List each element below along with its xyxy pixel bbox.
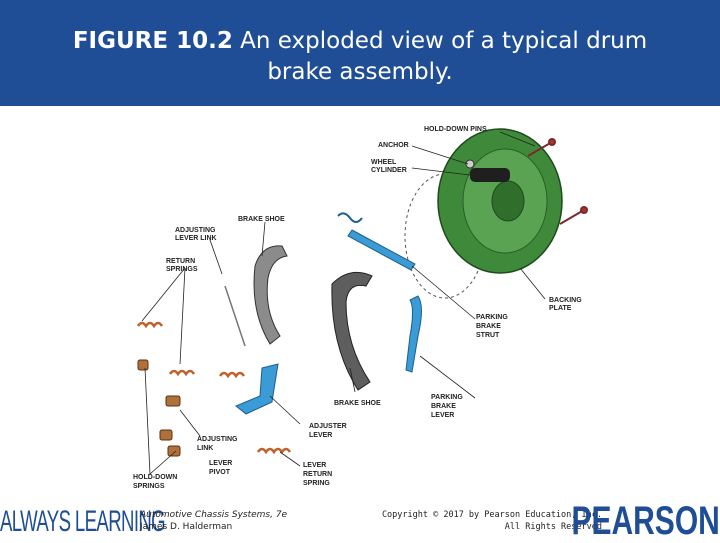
label-return: RETURN bbox=[166, 258, 195, 265]
label-parking-2: PARKING bbox=[431, 394, 463, 401]
wheel-cylinder bbox=[470, 168, 510, 182]
adjuster-lever bbox=[236, 364, 278, 414]
label-pivot: PIVOT bbox=[209, 469, 231, 476]
label-lever-5: LEVER bbox=[303, 462, 326, 469]
label-return-2: RETURN bbox=[303, 471, 332, 478]
label-adjusting-2: ADJUSTING bbox=[197, 436, 238, 443]
label-lever-2: LEVER bbox=[431, 412, 454, 419]
label-link: LINK bbox=[197, 445, 213, 452]
title-bar: FIGURE 10.2 An exploded view of a typica… bbox=[0, 0, 720, 106]
parking-brake-strut bbox=[338, 213, 415, 270]
label-brake-1: BRAKE bbox=[476, 323, 501, 330]
label-backing: BACKING bbox=[549, 297, 582, 304]
copyright-line: Copyright © 2017 by Pearson Education, I… bbox=[382, 509, 602, 521]
label-brake-2: BRAKE bbox=[431, 403, 456, 410]
label-springs-2: SPRINGS bbox=[133, 483, 165, 490]
backing-plate bbox=[438, 129, 562, 273]
label-hold-down-pins: HOLD-DOWN PINS bbox=[424, 126, 487, 133]
brake-shoe-left bbox=[254, 246, 287, 344]
label-wheel: WHEEL bbox=[371, 159, 397, 166]
rights-line: All Rights Reserved bbox=[382, 521, 602, 533]
book-credit: Automotive Chassis Systems, 7e James D. … bbox=[140, 509, 287, 533]
label-hold-down: HOLD-DOWN bbox=[133, 474, 177, 481]
book-author: James D. Halderman bbox=[140, 521, 287, 533]
label-parking-1: PARKING bbox=[476, 314, 508, 321]
caption-line-2: brake assembly. bbox=[267, 59, 452, 85]
pearson-logo: PEARSON bbox=[572, 500, 720, 540]
label-anchor: ANCHOR bbox=[378, 142, 409, 149]
label-brake-shoe-top: BRAKE SHOE bbox=[238, 216, 285, 223]
label-cylinder: CYLINDER bbox=[371, 167, 407, 174]
figure-label: FIGURE 10.2 bbox=[73, 28, 233, 54]
label-adjuster: ADJUSTER bbox=[309, 423, 347, 430]
label-strut: STRUT bbox=[476, 332, 500, 339]
label-lever-link: LEVER LINK bbox=[175, 235, 217, 242]
label-adjusting: ADJUSTING bbox=[175, 227, 216, 234]
hold-down-springs bbox=[138, 360, 180, 456]
label-lever-4: LEVER bbox=[209, 460, 232, 467]
label-brake-shoe-bottom: BRAKE SHOE bbox=[334, 400, 381, 407]
label-lever-3: LEVER bbox=[309, 432, 332, 439]
slide-title: FIGURE 10.2 An exploded view of a typica… bbox=[0, 26, 720, 88]
label-plate: PLATE bbox=[549, 305, 572, 312]
label-springs: SPRINGS bbox=[166, 266, 198, 273]
book-title: Automotive Chassis Systems, 7e bbox=[140, 509, 287, 521]
drum-brake-diagram: HOLD-DOWN PINS ANCHOR WHEEL CYLINDER BRA… bbox=[0, 106, 720, 500]
caption-line-1: An exploded view of a typical drum bbox=[233, 28, 647, 54]
parking-brake-lever bbox=[406, 296, 422, 372]
label-spring: SPRING bbox=[303, 480, 330, 487]
diagram-svg: HOLD-DOWN PINS ANCHOR WHEEL CYLINDER BRA… bbox=[0, 106, 720, 500]
copyright: Copyright © 2017 by Pearson Education, I… bbox=[382, 509, 602, 533]
brake-shoe-right bbox=[332, 272, 372, 390]
